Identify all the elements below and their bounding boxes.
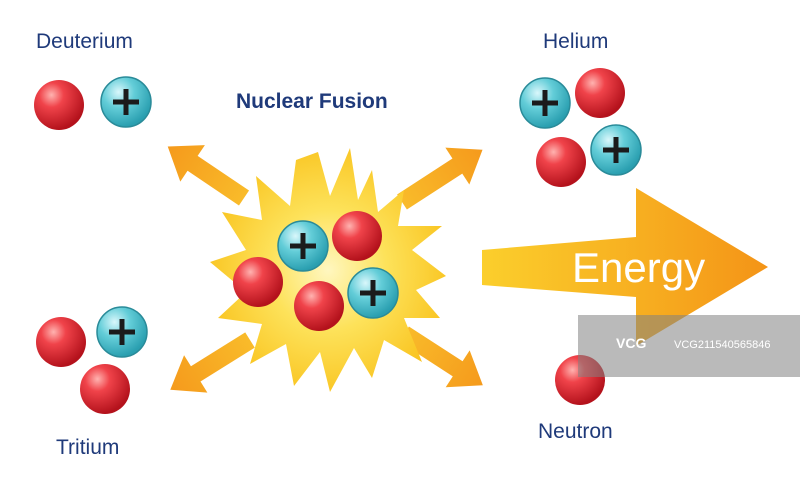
- plus-icon: [603, 137, 629, 163]
- arrow-lower-right: [399, 326, 483, 388]
- helium-label: Helium: [543, 30, 609, 53]
- arrow-upper-right: [397, 147, 483, 210]
- arrow-lower-left: [170, 332, 255, 393]
- plus-icon: [532, 90, 558, 116]
- tritium-atom: [36, 306, 148, 414]
- neutron-particle: [575, 68, 625, 118]
- neutron-label: Neutron: [538, 420, 613, 443]
- tritium-label: Tritium: [56, 436, 120, 459]
- arrow-upper-left: [167, 145, 250, 206]
- deuterium-atom: [34, 76, 152, 130]
- energy-arrow: [482, 188, 768, 346]
- plus-icon: [290, 233, 316, 259]
- watermark: VCG VCG211540565846: [578, 315, 800, 377]
- plus-icon: [113, 89, 139, 115]
- neutron-particle: [294, 281, 344, 331]
- neutron-particle: [34, 80, 84, 130]
- neutron-particle: [536, 137, 586, 187]
- watermark-logo: VCG: [616, 335, 647, 351]
- deuterium-label: Deuterium: [36, 30, 133, 53]
- diagram-title: Nuclear Fusion: [236, 90, 388, 113]
- central-nucleus: [233, 211, 399, 331]
- neutron-particle: [332, 211, 382, 261]
- watermark-id: VCG211540565846: [674, 339, 771, 351]
- plus-icon: [109, 319, 135, 345]
- neutron-particle: [233, 257, 283, 307]
- neutron-particle: [36, 317, 86, 367]
- fusion-burst: [210, 148, 446, 392]
- helium-atom: [519, 68, 642, 187]
- plus-icon: [360, 280, 386, 306]
- energy-label: Energy: [572, 244, 705, 291]
- neutron-particle: [80, 364, 130, 414]
